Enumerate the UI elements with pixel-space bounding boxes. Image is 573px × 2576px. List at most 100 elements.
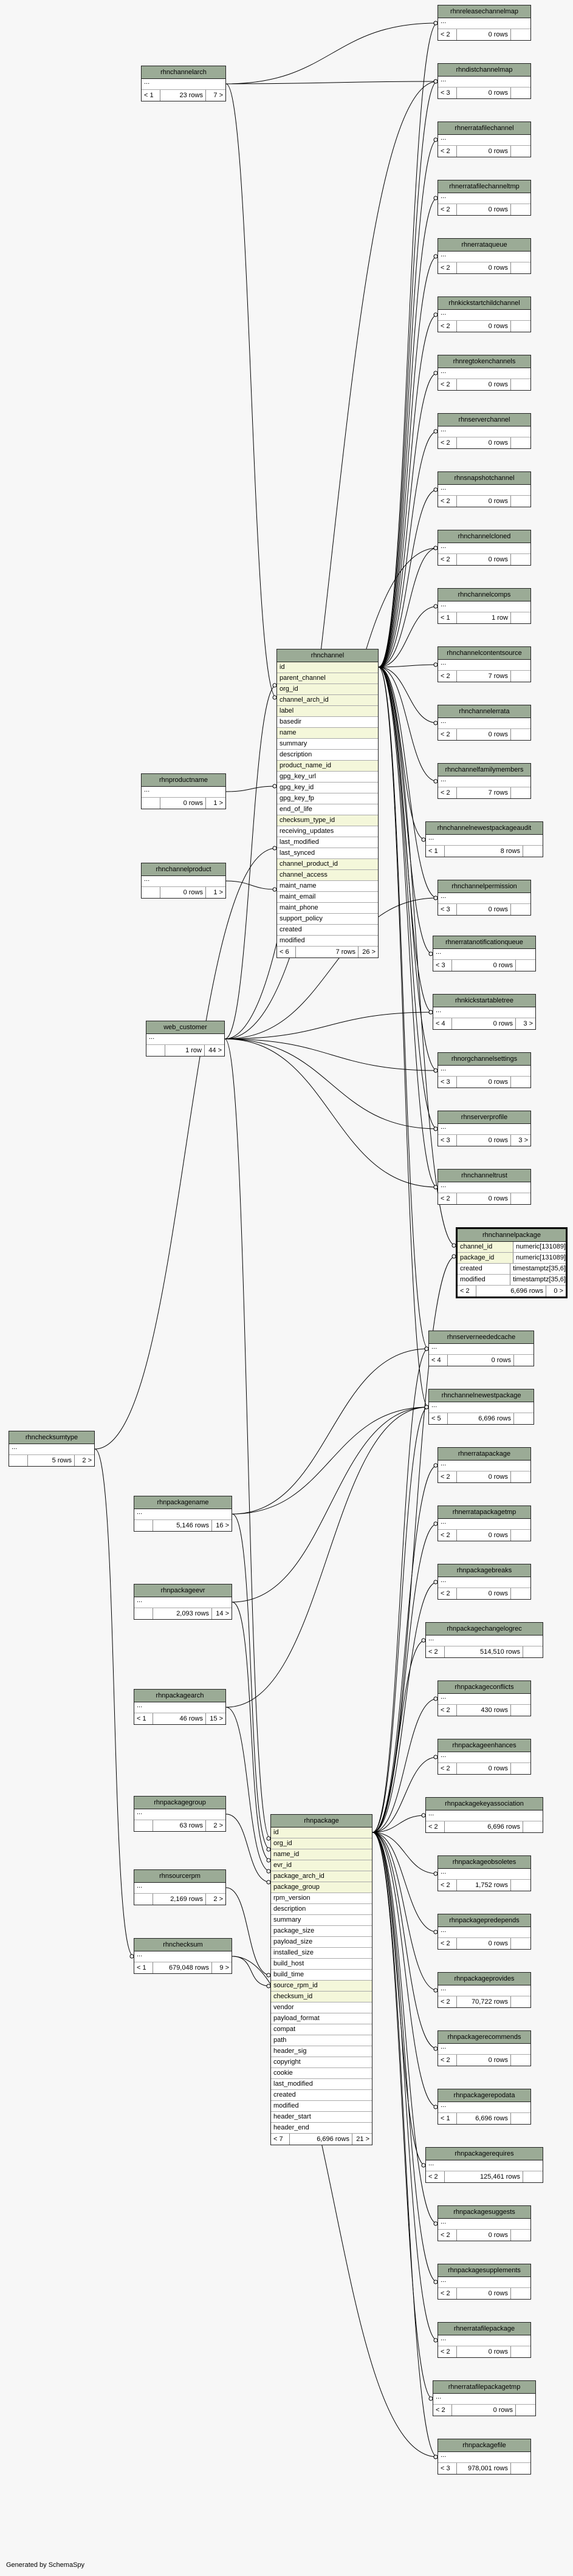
column-row: support_policy <box>277 914 378 925</box>
collapsed-columns: ... <box>438 77 530 87</box>
column-row: gpg_key_url <box>277 772 378 783</box>
column-row: maint_email <box>277 892 378 903</box>
table-title: rhnerratapackagetmp <box>438 1506 530 1519</box>
fk-rhnchannel-rhnchannelnewestpackageaudit <box>378 666 426 840</box>
children-count <box>511 146 530 157</box>
children-count <box>516 2405 535 2416</box>
fk-rhnchannel-rhnchannelfamilymembers <box>378 666 438 782</box>
column-row: package_group <box>271 1882 372 1893</box>
parents-count <box>134 1820 153 1831</box>
collapsed-columns: ... <box>429 1402 534 1413</box>
row-count: 0 rows <box>457 2230 511 2241</box>
fk-rhnchecksumtype-rhnchannel <box>94 848 277 1450</box>
column-row: payload_format <box>271 2013 372 2024</box>
parents-count: < 3 <box>438 1077 457 1088</box>
fk-rhnchannel-rhnchannelcomps <box>378 606 438 668</box>
column-row: source_rpm_id <box>271 1981 372 1992</box>
collapsed-columns: ... <box>142 787 225 798</box>
children-count <box>511 379 530 390</box>
collapsed-columns: ... <box>134 1509 232 1520</box>
row-count: 0 rows <box>457 204 511 215</box>
column-row: name_id <box>271 1849 372 1860</box>
table-title: rhnchannelerrata <box>438 705 530 718</box>
column-row: path <box>271 2035 372 2046</box>
collapsed-columns: ... <box>438 718 530 729</box>
parents-count: < 4 <box>433 1018 452 1029</box>
column-row: last_synced <box>277 848 378 859</box>
collapsed-columns: ... <box>438 2452 530 2463</box>
column-name: package_id <box>458 1253 514 1263</box>
fk-rhnchannel-rhnreleasechannelmap <box>378 22 438 668</box>
fk-rhnchannel-rhnserverchannel <box>378 431 438 668</box>
children-count: 14 > <box>216 1610 229 1617</box>
children-count <box>511 554 530 565</box>
row-count: 0 rows <box>457 904 511 915</box>
fk-rhnpackage-rhnpackagerepodata <box>372 1832 438 2108</box>
column-row: maint_name <box>277 881 378 892</box>
